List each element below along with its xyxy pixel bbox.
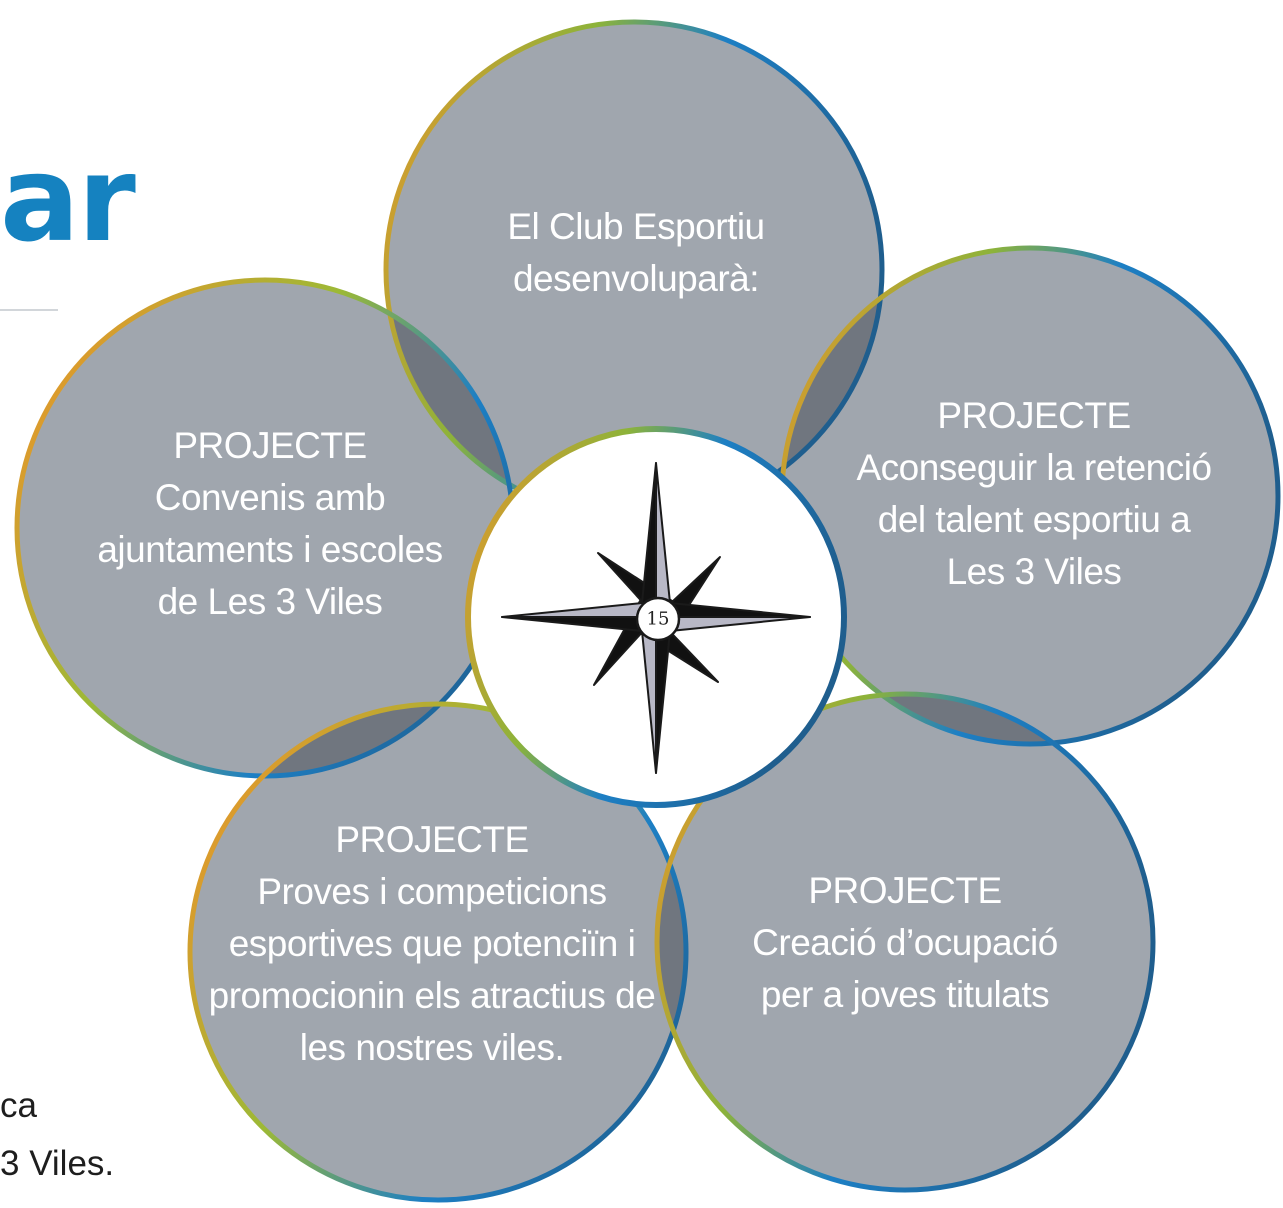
circle-bottom-left-line-5: les nostres viles.: [299, 1027, 565, 1068]
circle-top-line-1: El Club Esportiu: [507, 206, 765, 247]
circle-bottom-left: [190, 704, 686, 1200]
circle-fills: [17, 22, 1278, 1200]
compass-rose-icon: [501, 462, 811, 774]
circle-left-line-3: ajuntaments i escoles: [97, 529, 443, 570]
circle-bottom-left-line-4: promocionin els atractius de: [208, 975, 656, 1016]
circle-left-text: PROJECTE Convenis amb ajuntaments i esco…: [97, 420, 443, 628]
circle-bottom-left-line-1: PROJECTE: [335, 819, 529, 860]
heading-fragment: ar: [0, 130, 136, 268]
circle-left-line-4: de Les 3 Viles: [157, 581, 383, 622]
circle-bottom-right-text: PROJECTE Creació d’ocupació per a joves …: [752, 865, 1058, 1021]
body-text-line-2: 3 Viles.: [0, 1144, 115, 1183]
body-text-line-1: ca: [0, 1086, 37, 1125]
center-badge-circle: [635, 596, 681, 642]
circle-bottom-right-line-2: Creació d’ocupació: [752, 922, 1058, 963]
circle-right: [782, 248, 1278, 744]
circle-bottom-right: [657, 694, 1153, 1190]
center-badge-number: 15: [646, 608, 670, 630]
circle-left-line-2: Convenis amb: [154, 477, 386, 518]
circle-left-line-1: PROJECTE: [173, 425, 367, 466]
circle-right-line-4: Les 3 Viles: [946, 551, 1122, 592]
circle-right-line-1: PROJECTE: [937, 395, 1131, 436]
circle-right-line-2: Aconseguir la retenció: [856, 447, 1212, 488]
circle-top-line-2: desenvoluparà:: [512, 258, 760, 299]
circle-bottom-left-line-3: esportives que potenciïn i: [228, 923, 636, 964]
circle-right-text: PROJECTE Aconseguir la retenció del tale…: [856, 390, 1212, 598]
circle-rings: [14, 19, 1281, 1203]
heading-divider: [0, 309, 58, 311]
circle-bottom-right-line-1: PROJECTE: [808, 870, 1002, 911]
circle-bottom-left-line-2: Proves i competicions: [257, 871, 607, 912]
circle-bottom-left-text: PROJECTE Proves i competicions esportive…: [209, 814, 656, 1074]
circle-left: [17, 280, 513, 776]
circle-bottom-right-line-3: per a joves titulats: [760, 974, 1050, 1015]
circle-right-line-3: del talent esportiu a: [877, 499, 1191, 540]
circle-top-text: El Club Esportiu desenvoluparà:: [507, 201, 765, 305]
circle-top: [386, 22, 882, 518]
